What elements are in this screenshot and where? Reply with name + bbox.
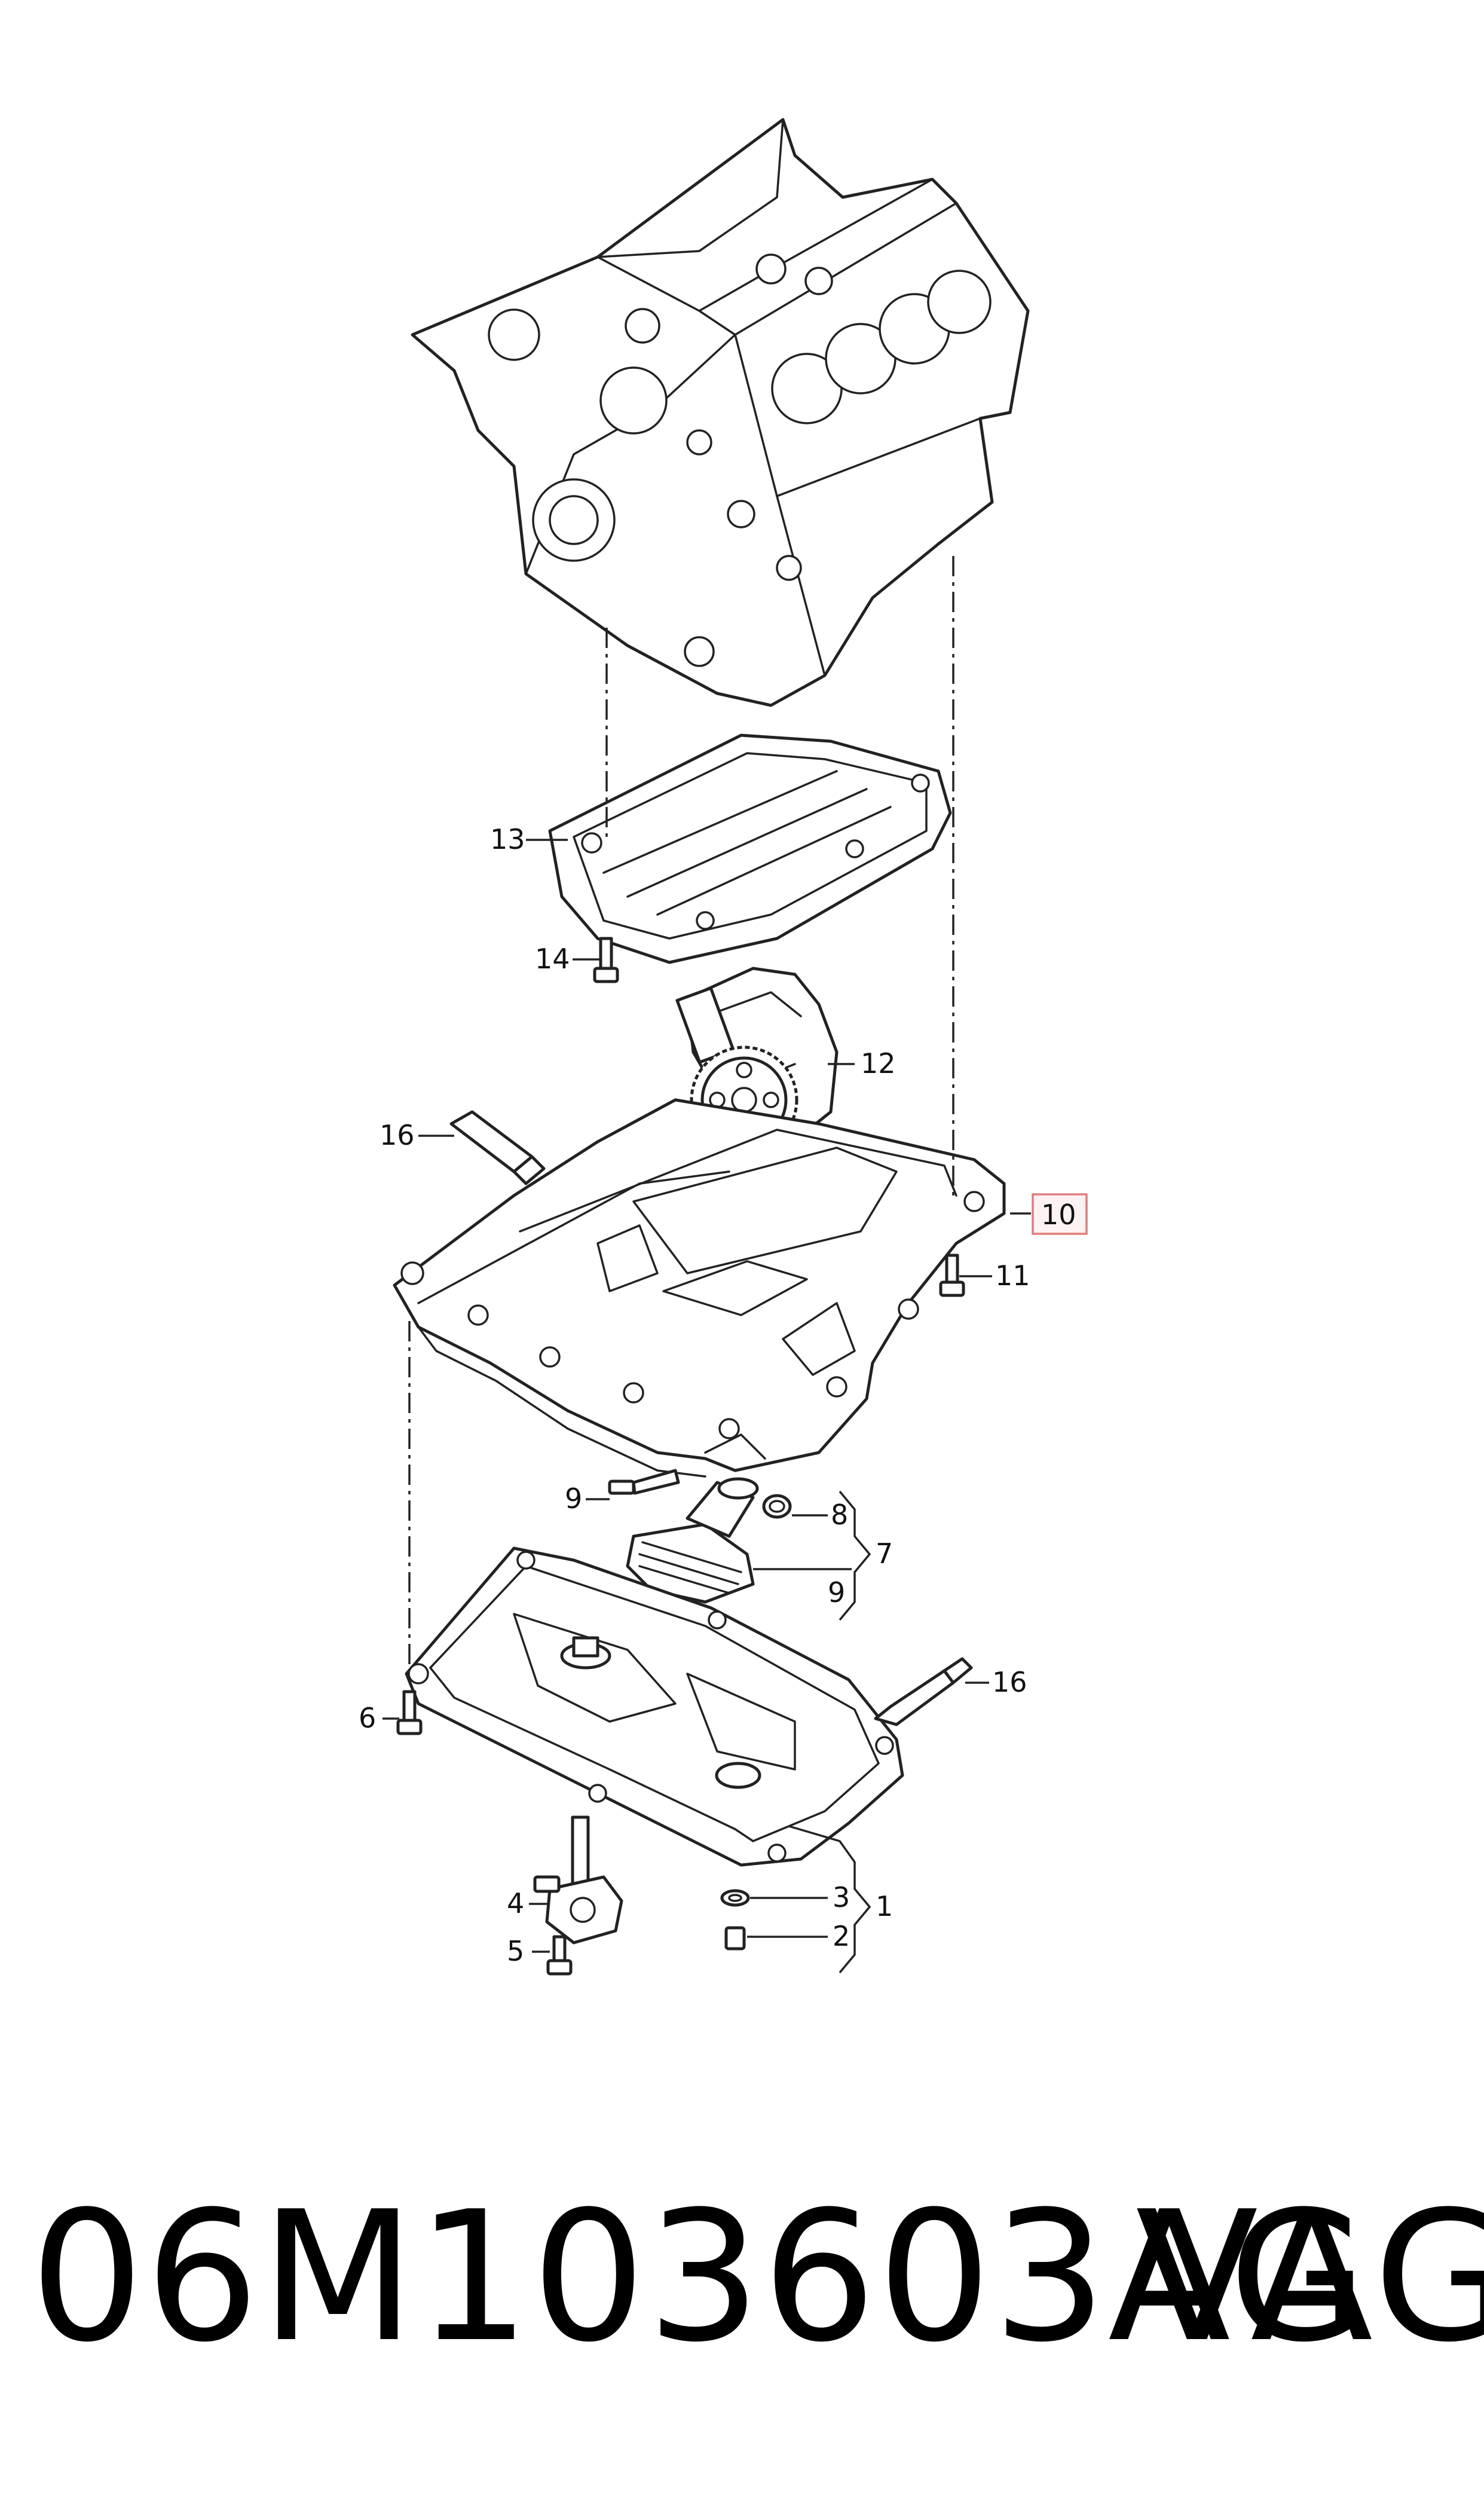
callout-8: 8 [831, 1499, 848, 1531]
callout-7: 7 [876, 1537, 893, 1570]
callout-13: 13 [490, 823, 525, 855]
baffle-plate [548, 733, 952, 964]
bolt-9 [608, 1469, 680, 1495]
oil-level-sensor [533, 1815, 623, 1945]
leader-lines [383, 839, 1031, 1974]
engine-block [411, 118, 1030, 707]
callout-12: 12 [861, 1047, 896, 1080]
sealant-tube-lower [874, 1657, 973, 1726]
callout-14: 14 [535, 943, 570, 975]
callout-11: 11 [995, 1259, 1030, 1292]
callout-labels: 13 14 12 16 10 11 9 8 7 9 16 6 4 5 3 1 2 [359, 823, 1076, 1967]
callout-10: 10 [1041, 1199, 1076, 1231]
bolt-14 [593, 937, 619, 983]
callout-3: 3 [833, 1881, 850, 1913]
oil-strainer [626, 1477, 759, 1604]
assembly-lines [408, 556, 954, 1668]
callout-4: 4 [507, 1887, 524, 1919]
o-ring-8 [762, 1494, 792, 1519]
part-number: 06M103603AG [30, 2173, 1369, 2382]
bolt-11 [939, 1254, 965, 1297]
brand-name: VAG [1136, 2173, 1484, 2382]
highlight-box [1032, 1193, 1088, 1235]
callout-1: 1 [876, 1890, 893, 1922]
callout-2: 2 [833, 1920, 850, 1952]
drain-plug-2 [724, 1926, 746, 1951]
upper-oil-pan [393, 1098, 1006, 1478]
callout-6: 6 [359, 1702, 376, 1734]
callout-9-upper: 9 [565, 1482, 582, 1515]
callout-16-upper: 16 [380, 1119, 415, 1151]
lower-oil-pan [405, 1546, 904, 1867]
callout-16-lower: 16 [992, 1666, 1027, 1698]
exploded-parts-diagram: 13 14 12 16 10 11 9 8 7 9 16 6 4 5 3 1 2 [359, 118, 1088, 1976]
washer-3 [720, 1889, 750, 1907]
bolt-5 [546, 1935, 573, 1976]
callout-5: 5 [507, 1935, 524, 1967]
sealant-tube-upper [449, 1110, 546, 1185]
bolt-6 [396, 1690, 423, 1735]
callout-9-lower: 9 [828, 1576, 845, 1609]
